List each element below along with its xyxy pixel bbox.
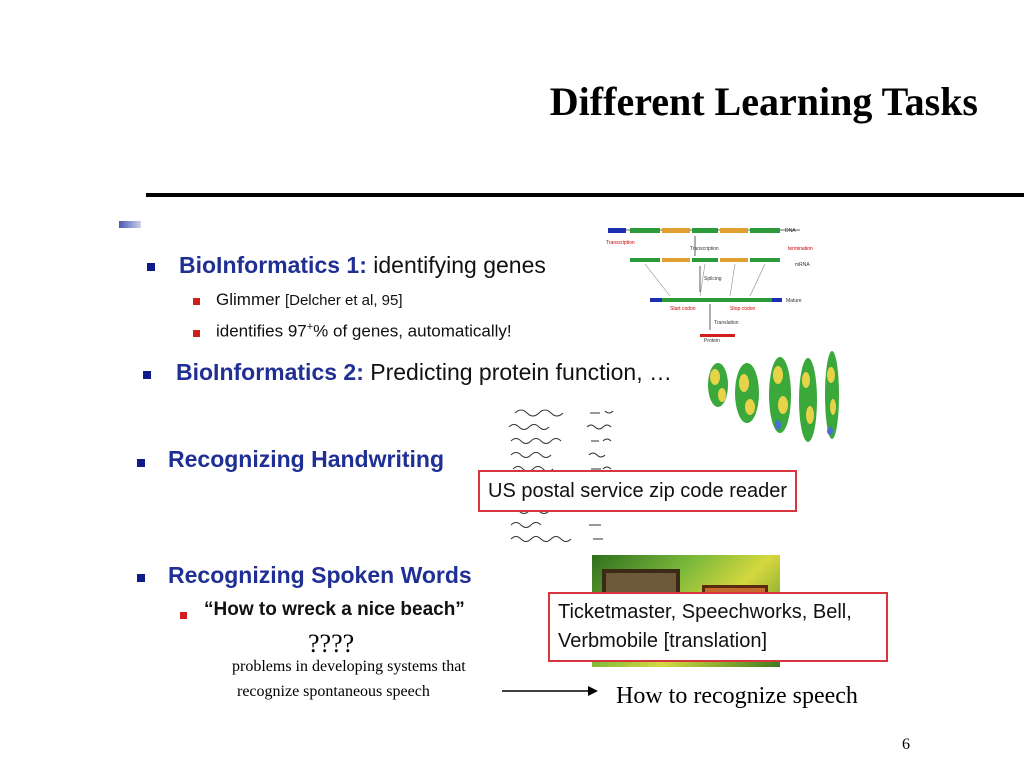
protein-structures-image: [708, 351, 839, 442]
zip-code-reader-box: US postal service zip code reader: [478, 470, 798, 512]
identifies-text-start: identifies 97: [216, 321, 307, 341]
arrow-right-icon: [502, 686, 598, 696]
decorative-accent: [119, 221, 141, 228]
sub-bullet-marker: [180, 612, 187, 619]
slide-title: Different Learning Tasks: [549, 79, 978, 124]
bullet-marker: [137, 459, 145, 467]
title-rule: [146, 193, 1024, 197]
glimmer-citation: [Delcher et al, 95]: [284, 292, 403, 309]
svg-text:Splicing: Splicing: [704, 276, 722, 282]
svg-text:termination: termination: [788, 246, 813, 252]
svg-text:Transcription: Transcription: [606, 240, 635, 246]
identifies-text-end: % of genes, automatically!: [313, 321, 512, 341]
problems-line-2: recognize spontaneous speech: [237, 683, 430, 700]
speech-systems-line-1: Ticketmaster, Speechworks, Bell,: [558, 601, 852, 623]
bullet-marker: [143, 371, 151, 379]
recognizing-handwriting-item: Recognizing Handwriting: [168, 446, 444, 472]
svg-text:Start codon: Start codon: [670, 306, 696, 312]
bioinformatics-2-label: BioInformatics 2:: [176, 359, 364, 385]
svg-text:DNA: DNA: [785, 228, 796, 234]
how-to-recognize-speech: How to recognize speech: [616, 683, 858, 709]
glimmer-name: Glimmer: [216, 290, 281, 309]
bullet-marker: [147, 263, 155, 271]
speech-systems-box: Ticketmaster, Speechworks, Bell, Verbmob…: [548, 592, 888, 662]
bioinformatics-1-label: BioInformatics 1:: [179, 252, 367, 278]
bioinformatics-1-item: BioInformatics 1: identifying genes: [179, 252, 546, 279]
svg-text:Translation: Translation: [714, 320, 739, 326]
svg-text:Mature: Mature: [786, 298, 802, 304]
problems-line-1: problems in developing systems that: [232, 658, 466, 675]
bioinformatics-2-text: Predicting protein function, …: [370, 359, 672, 385]
glimmer-item: Glimmer [Delcher et al, 95]: [216, 290, 403, 310]
bullet-marker: [137, 574, 145, 582]
page-number: 6: [902, 736, 910, 753]
speech-systems-line-2: Verbmobile [translation]: [558, 630, 768, 652]
gene-transcription-diagram: DNA Transcription Transcription terminat…: [606, 228, 813, 344]
bioinformatics-2-item: BioInformatics 2: Predicting protein fun…: [176, 359, 672, 386]
svg-text:mRNA: mRNA: [795, 262, 810, 268]
svg-text:Transcription: Transcription: [690, 246, 719, 252]
sub-bullet-marker: [193, 298, 200, 305]
recognizing-spoken-words-item: Recognizing Spoken Words: [168, 562, 472, 588]
identifies-genes-item: identifies 97+% of genes, automatically!: [216, 321, 512, 342]
svg-text:Protein: Protein: [704, 338, 720, 344]
identifies-superscript: +: [306, 321, 314, 333]
svg-text:Stop codon: Stop codon: [730, 306, 756, 312]
question-marks: ????: [308, 629, 355, 658]
sub-bullet-marker: [193, 330, 200, 337]
bioinformatics-1-text: identifying genes: [373, 252, 546, 278]
wreck-nice-beach-quote: “How to wreck a nice beach”: [204, 599, 465, 620]
